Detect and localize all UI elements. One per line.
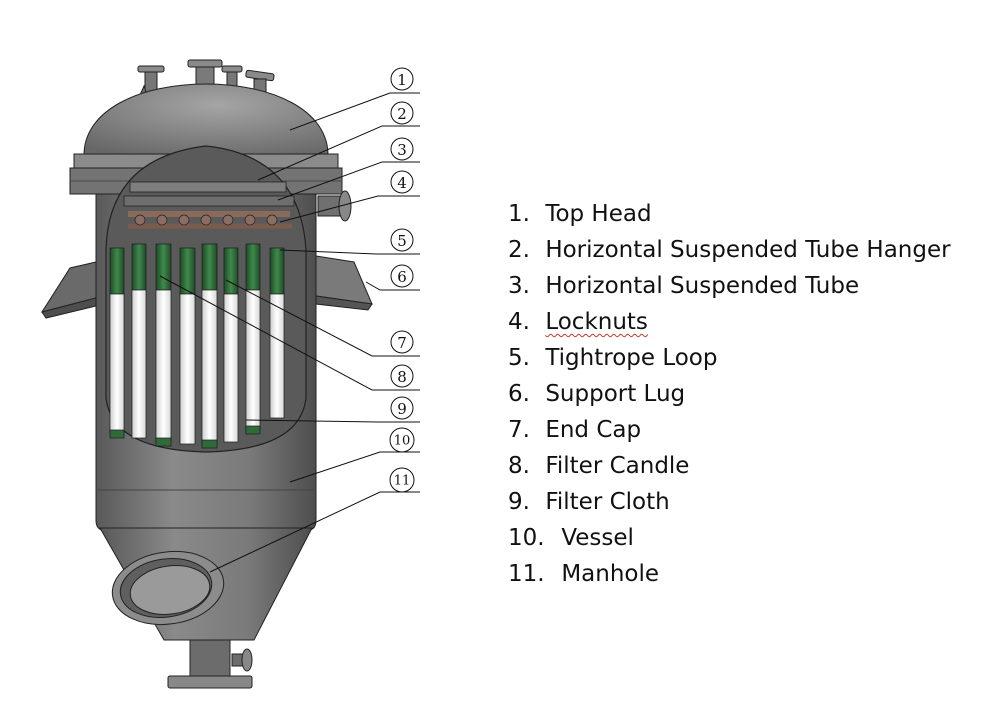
callout-4 bbox=[390, 170, 414, 194]
side-nozzle bbox=[317, 190, 352, 222]
cutaway bbox=[105, 145, 307, 453]
legend-item: 1. Top Head bbox=[508, 196, 951, 232]
legend-item: 5. Tightrope Loop bbox=[508, 340, 951, 376]
legend-item: 3. Horizontal Suspended Tube bbox=[508, 268, 951, 304]
legend-label: Horizontal Suspended Tube bbox=[545, 273, 860, 299]
tube-hanger bbox=[123, 181, 295, 207]
legend-number: 7. bbox=[508, 417, 530, 443]
callout-8 bbox=[390, 364, 414, 388]
callout-2 bbox=[390, 101, 414, 125]
callout-label-2: 2 bbox=[397, 105, 407, 123]
legend-label: Filter Candle bbox=[545, 453, 690, 479]
legend-label: Vessel bbox=[561, 525, 634, 551]
callout-5 bbox=[390, 228, 414, 252]
legend-number: 8. bbox=[508, 453, 530, 479]
legend-item: 4. Locknuts bbox=[508, 304, 951, 340]
legend-label: Tightrope Loop bbox=[545, 345, 718, 371]
legend-item: 8. Filter Candle bbox=[508, 448, 951, 484]
legend-label: Filter Cloth bbox=[545, 489, 670, 515]
callout-circles bbox=[389, 67, 415, 493]
legend-number: 11. bbox=[508, 561, 545, 587]
legend-item: 7. End Cap bbox=[508, 412, 951, 448]
legend-number: 1. bbox=[508, 201, 530, 227]
legend-number: 10. bbox=[508, 525, 545, 551]
callout-6 bbox=[390, 264, 414, 288]
callout-label-8: 8 bbox=[397, 368, 407, 386]
filter-candles bbox=[109, 243, 285, 449]
legend-item: 6. Support Lug bbox=[508, 376, 951, 412]
manhole bbox=[111, 551, 225, 625]
bottom-side-nozzle bbox=[231, 648, 253, 672]
legend-item: 11. Manhole bbox=[508, 556, 951, 592]
top-head bbox=[83, 83, 329, 156]
leader-lines bbox=[159, 92, 420, 573]
callout-label-5: 5 bbox=[397, 232, 407, 250]
callout-label-1: 1 bbox=[397, 71, 407, 89]
callout-9 bbox=[390, 396, 414, 420]
bottom-outlet bbox=[189, 639, 231, 677]
legend-label: Manhole bbox=[561, 561, 660, 587]
legend-number: 2. bbox=[508, 237, 530, 263]
callout-label-9: 9 bbox=[397, 400, 407, 418]
legend-label: Horizontal Suspended Tube Hanger bbox=[545, 237, 951, 263]
callout-label-11: 11 bbox=[394, 474, 411, 489]
legend-number: 4. bbox=[508, 309, 530, 335]
callout-label-6: 6 bbox=[397, 268, 407, 286]
callout-3 bbox=[390, 137, 414, 161]
legend-label: End Cap bbox=[545, 417, 642, 443]
legend-item: 10. Vessel bbox=[508, 520, 951, 556]
legend-label: Support Lug bbox=[545, 381, 686, 407]
parts-legend: 1. Top Head 2. Horizontal Suspended Tube… bbox=[508, 196, 951, 592]
support-lugs bbox=[40, 255, 373, 319]
callout-11 bbox=[389, 467, 415, 493]
callout-10 bbox=[389, 427, 415, 453]
callout-1 bbox=[390, 67, 414, 91]
legend-number: 9. bbox=[508, 489, 530, 515]
callout-label-10: 10 bbox=[394, 434, 411, 449]
callout-7 bbox=[390, 330, 414, 354]
callout-label-7: 7 bbox=[397, 334, 407, 352]
legend-number: 3. bbox=[508, 273, 530, 299]
callout-label-4: 4 bbox=[397, 174, 407, 192]
legend-label: Top Head bbox=[545, 201, 652, 227]
legend-number: 5. bbox=[508, 345, 530, 371]
suspended-tubes bbox=[128, 211, 292, 229]
legend-item: 9. Filter Cloth bbox=[508, 484, 951, 520]
callout-label-3: 3 bbox=[397, 141, 407, 159]
legend-number: 6. bbox=[508, 381, 530, 407]
legend-item: 2. Horizontal Suspended Tube Hanger bbox=[508, 232, 951, 268]
legend-label: Locknuts bbox=[545, 309, 648, 335]
